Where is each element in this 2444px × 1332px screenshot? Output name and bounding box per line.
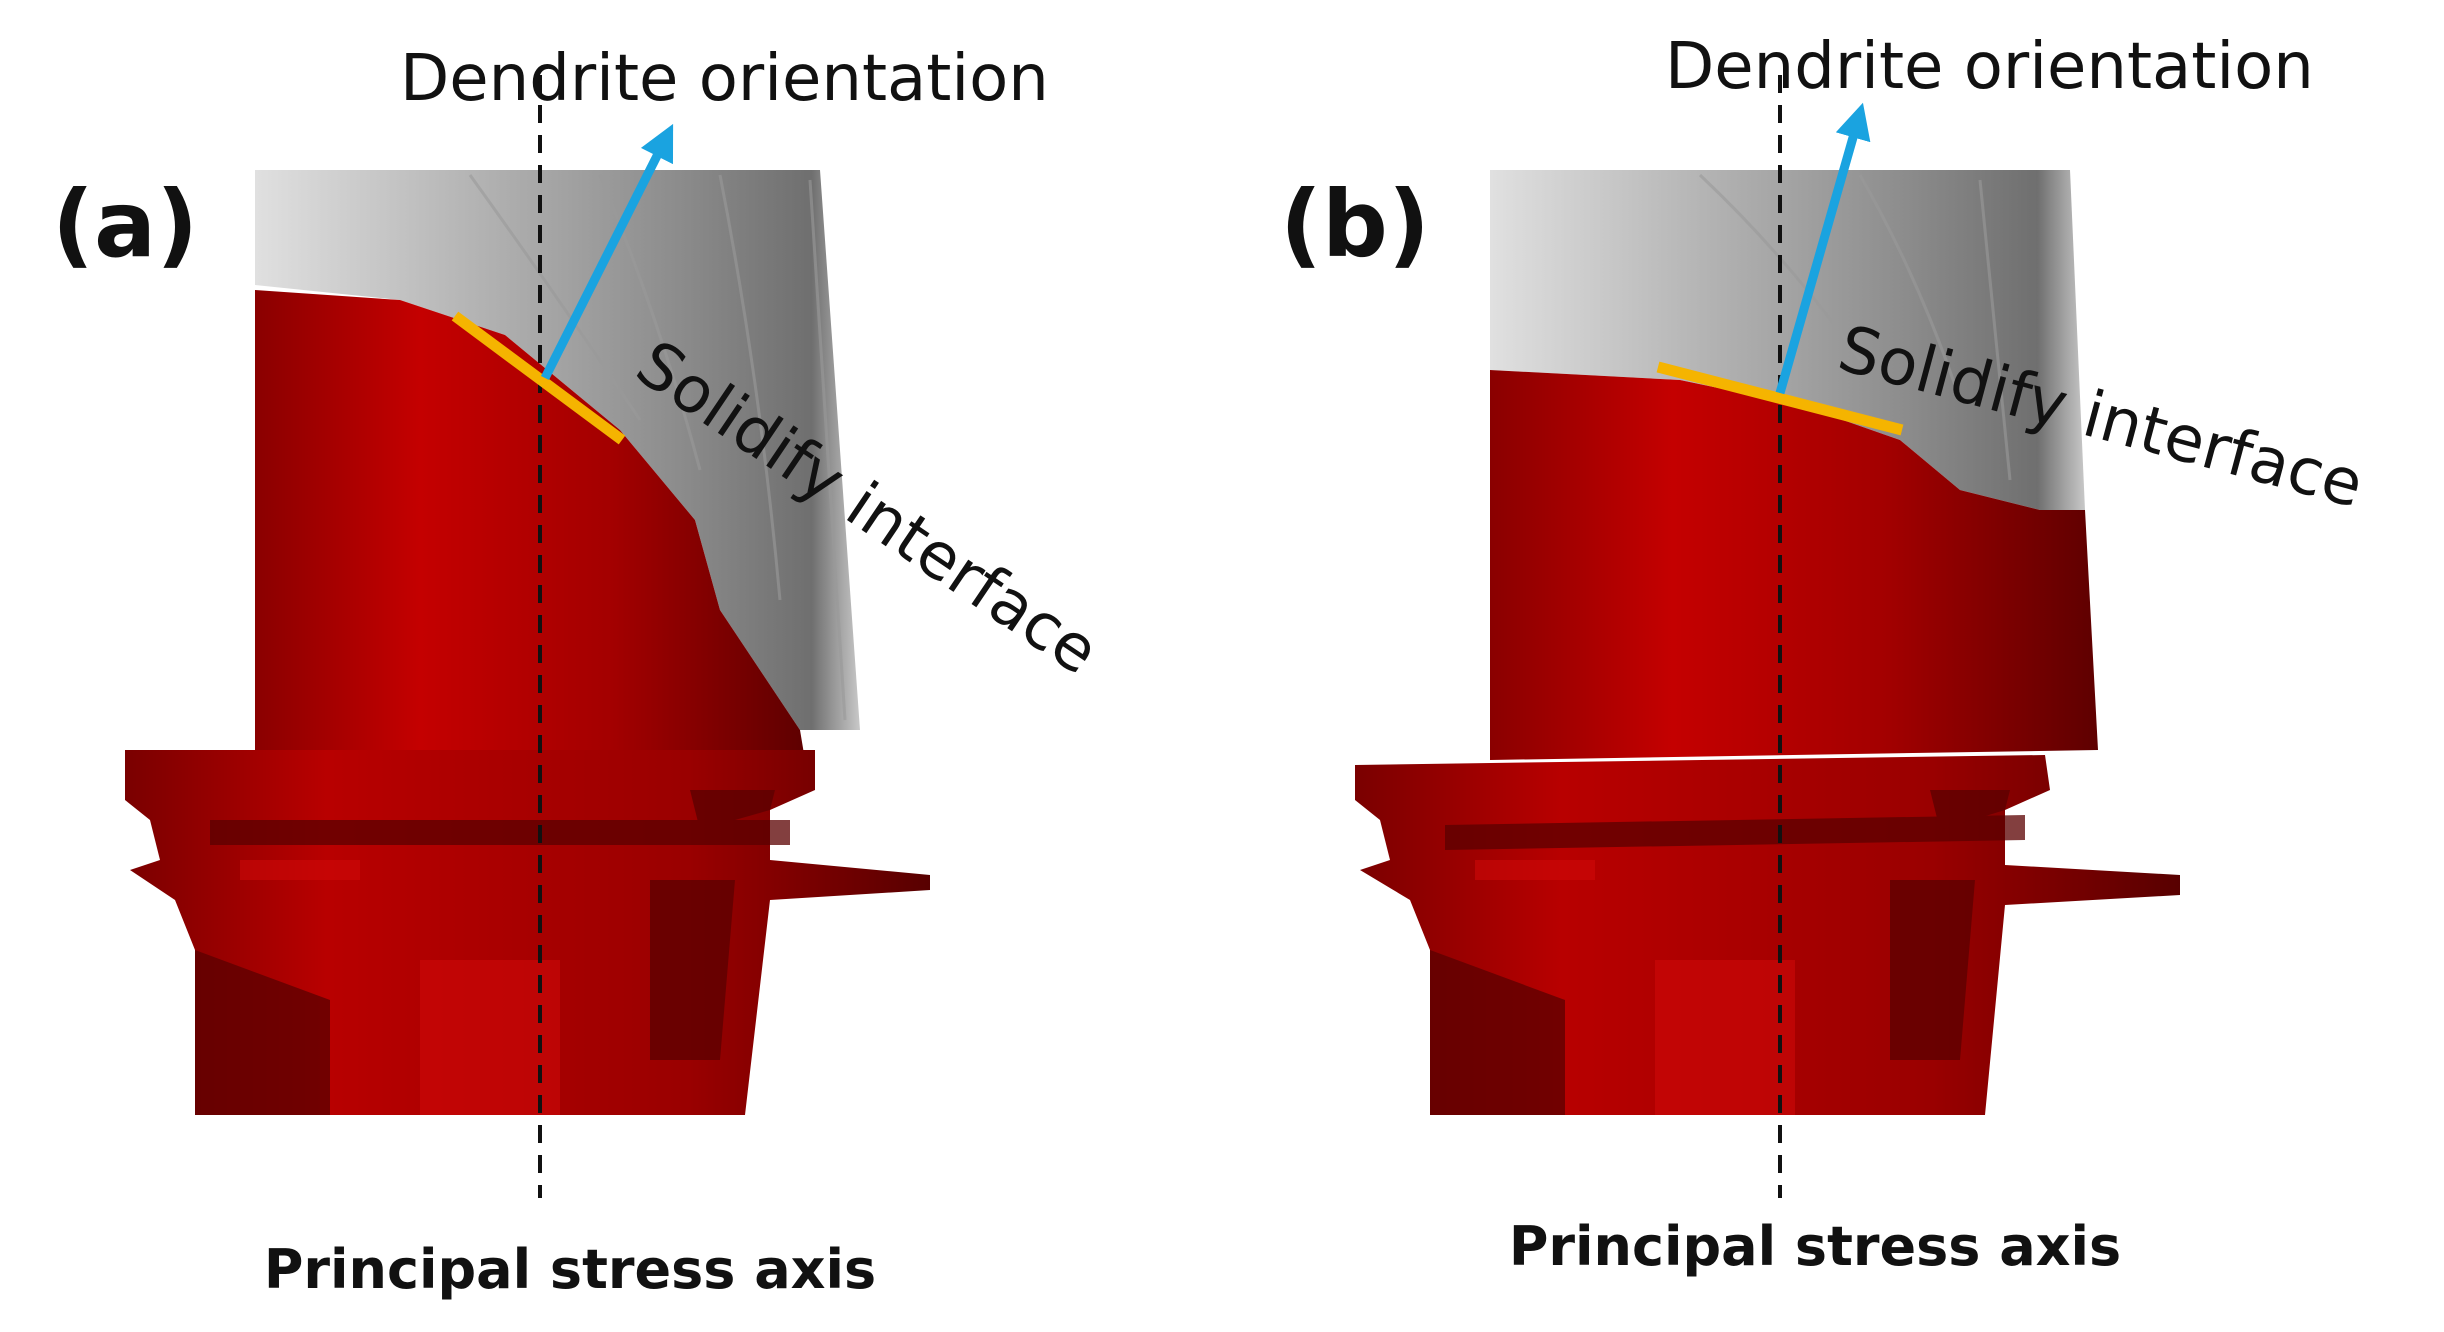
panel-b: (b) Dendrite orientation Solidify interf… <box>1280 30 2370 1278</box>
panel-b-unsolidified-region <box>1490 170 2085 510</box>
panel-b-dendrite-label: Dendrite orientation <box>1665 30 2314 104</box>
panel-a-root-details <box>195 790 790 1115</box>
panel-b-solidified-body <box>1490 370 2098 760</box>
panel-b-axis-label: Principal stress axis <box>1509 1215 2121 1278</box>
panel-a-interface-line <box>451 311 626 445</box>
panel-b-grey-streaks <box>1698 173 2012 481</box>
panel-a-dendrite-arrow <box>540 123 674 381</box>
panel-a-axis-label: Principal stress axis <box>264 1238 876 1301</box>
panel-a-label: (a) <box>52 171 198 278</box>
panel-b-root-highlights <box>1475 860 1795 1115</box>
panel-b-dendrite-arrow <box>1775 102 1871 395</box>
panel-b-interface-line <box>1656 361 1904 436</box>
panel-a-unsolidified-region <box>255 170 860 730</box>
panel-a-root-highlights <box>240 860 560 1115</box>
panel-b-root-details <box>1430 790 2025 1115</box>
panel-b-label: (b) <box>1280 171 1430 278</box>
panel-a-dendrite-label: Dendrite orientation <box>400 42 1049 116</box>
panel-a: (a) Dendrite orientation Solidify interf… <box>52 42 1111 1301</box>
panel-a-grey-streaks <box>468 174 847 721</box>
panel-a-solidified-body <box>255 290 805 760</box>
